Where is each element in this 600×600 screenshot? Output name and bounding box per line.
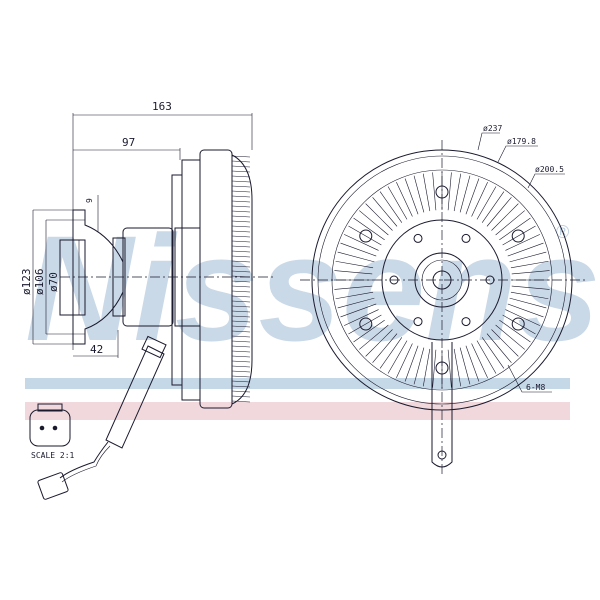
- dim-overall-length: 163: [152, 100, 172, 113]
- watermark-band-pink: [25, 402, 570, 420]
- front-view: ø237 ø179.8 ø200.5 6-M8: [300, 124, 585, 475]
- dim-dia-mid: ø106: [33, 269, 46, 296]
- dim-hub-length: 97: [122, 136, 135, 149]
- side-view: 163 97 9 ø123 ø106 ø70 42: [20, 100, 275, 409]
- dim-pilot-length: 42: [90, 343, 103, 356]
- dim-dia-outer: ø123: [20, 269, 33, 296]
- dim-bolt-spec: 6-M8: [526, 383, 545, 392]
- dim-dia-fan: ø237: [483, 124, 502, 133]
- speed-sensor: [37, 335, 167, 500]
- watermark: Nissens ®: [25, 204, 600, 420]
- dim-dia-bolt-circle: ø179.8: [507, 137, 536, 146]
- connector-detail: SCALE 2:1: [29, 403, 75, 460]
- dim-dia-body: ø200.5: [535, 165, 564, 174]
- dim-flange-thickness: 9: [85, 198, 94, 203]
- watermark-band-blue: [25, 378, 570, 389]
- connector-scale-label: SCALE 2:1: [31, 451, 75, 460]
- dim-dia-inner: ø70: [47, 272, 60, 292]
